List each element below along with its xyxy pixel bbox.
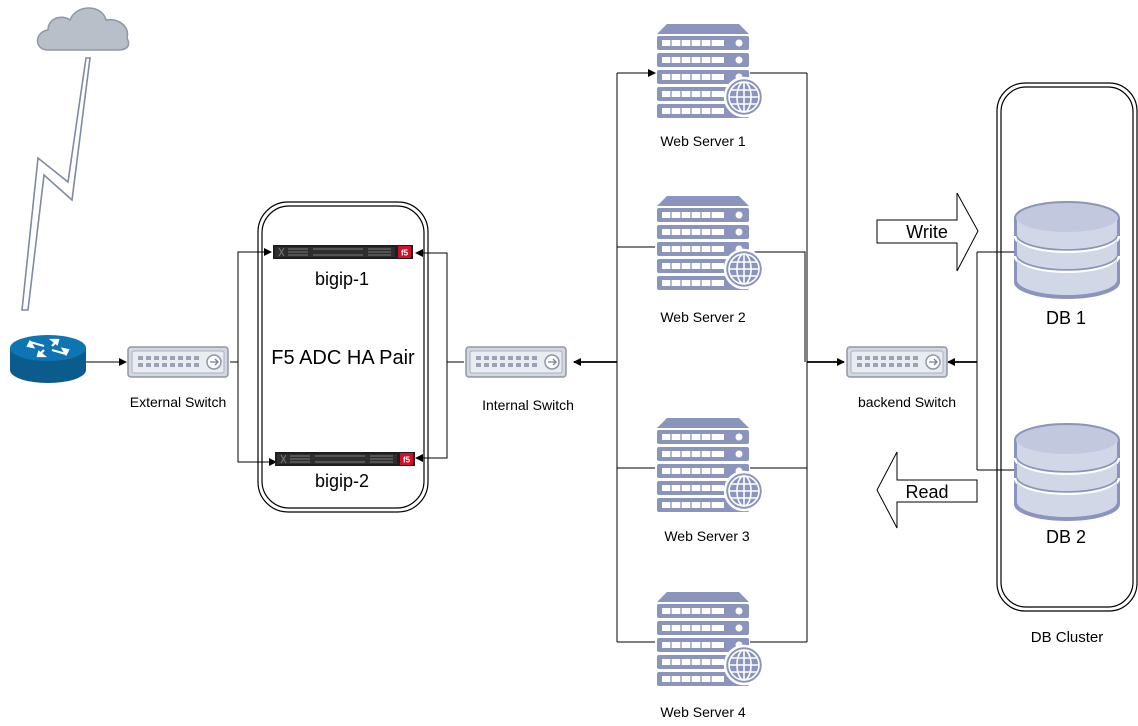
switch-icon bbox=[846, 346, 948, 378]
db-cluster[interactable]: DB Cluster bbox=[996, 82, 1138, 646]
link-int-switch-bigip1 bbox=[415, 249, 464, 363]
switch-icon bbox=[465, 346, 567, 378]
web-server-icon bbox=[655, 590, 765, 688]
db-2-label: DB 2 bbox=[1046, 527, 1086, 547]
backend-switch[interactable]: backend Switch bbox=[846, 346, 956, 410]
db-2[interactable]: DB 2 bbox=[1013, 422, 1121, 547]
web-server-icon bbox=[655, 194, 765, 292]
backend-switch-label: backend Switch bbox=[858, 394, 956, 410]
web-server-1-label: Web Server 1 bbox=[660, 133, 746, 149]
f5-appliance-icon bbox=[274, 451, 416, 467]
ha-pair-label: F5 ADC HA Pair bbox=[271, 347, 415, 369]
internal-switch-label: Internal Switch bbox=[482, 397, 574, 413]
connection-lines bbox=[86, 69, 1016, 643]
link-web2-backend bbox=[750, 251, 806, 362]
web-server-icon bbox=[655, 22, 765, 120]
web-server-4[interactable]: Web Server 4 bbox=[655, 590, 765, 720]
link-int-switch-bigip2 bbox=[415, 362, 448, 462]
external-switch-label: External Switch bbox=[130, 394, 226, 410]
f5-appliance-icon bbox=[272, 244, 414, 260]
database-icon bbox=[1013, 200, 1121, 300]
bigip-2-label: bigip-2 bbox=[315, 471, 369, 491]
router-icon[interactable] bbox=[10, 335, 86, 383]
cloud-icon bbox=[36, 7, 130, 51]
read-label: Read bbox=[905, 482, 948, 502]
read-arrow: Read bbox=[876, 451, 978, 529]
db-1-label: DB 1 bbox=[1046, 308, 1086, 328]
link-ext-switch-bigip2 bbox=[237, 362, 277, 466]
web-server-4-label: Web Server 4 bbox=[660, 704, 746, 720]
bigip-1-label: bigip-1 bbox=[315, 269, 369, 289]
write-label: Write bbox=[906, 222, 948, 242]
write-arrow: Write bbox=[876, 192, 979, 272]
lightning-icon bbox=[21, 57, 91, 311]
web-server-icon bbox=[655, 416, 765, 514]
db-1[interactable]: DB 1 bbox=[1013, 200, 1121, 328]
f5-ha-pair[interactable]: F5 ADC HA Pair bbox=[257, 201, 429, 513]
bigip-2[interactable]: bigip-2 bbox=[274, 451, 416, 491]
switch-icon bbox=[127, 346, 229, 378]
web-server-3[interactable]: Web Server 3 bbox=[655, 416, 765, 544]
web-server-1[interactable]: Web Server 1 bbox=[655, 22, 765, 149]
internal-switch[interactable]: Internal Switch bbox=[465, 346, 574, 413]
external-switch[interactable]: External Switch bbox=[127, 346, 229, 410]
web-server-2-label: Web Server 2 bbox=[660, 309, 746, 325]
database-icon bbox=[1013, 422, 1121, 522]
db-cluster-label: DB Cluster bbox=[1031, 629, 1104, 646]
link-ext-switch-bigip1 bbox=[230, 248, 272, 363]
bigip-1[interactable]: bigip-1 bbox=[272, 244, 414, 289]
web-server-3-label: Web Server 3 bbox=[664, 528, 750, 544]
web-server-2[interactable]: Web Server 2 bbox=[655, 194, 765, 325]
